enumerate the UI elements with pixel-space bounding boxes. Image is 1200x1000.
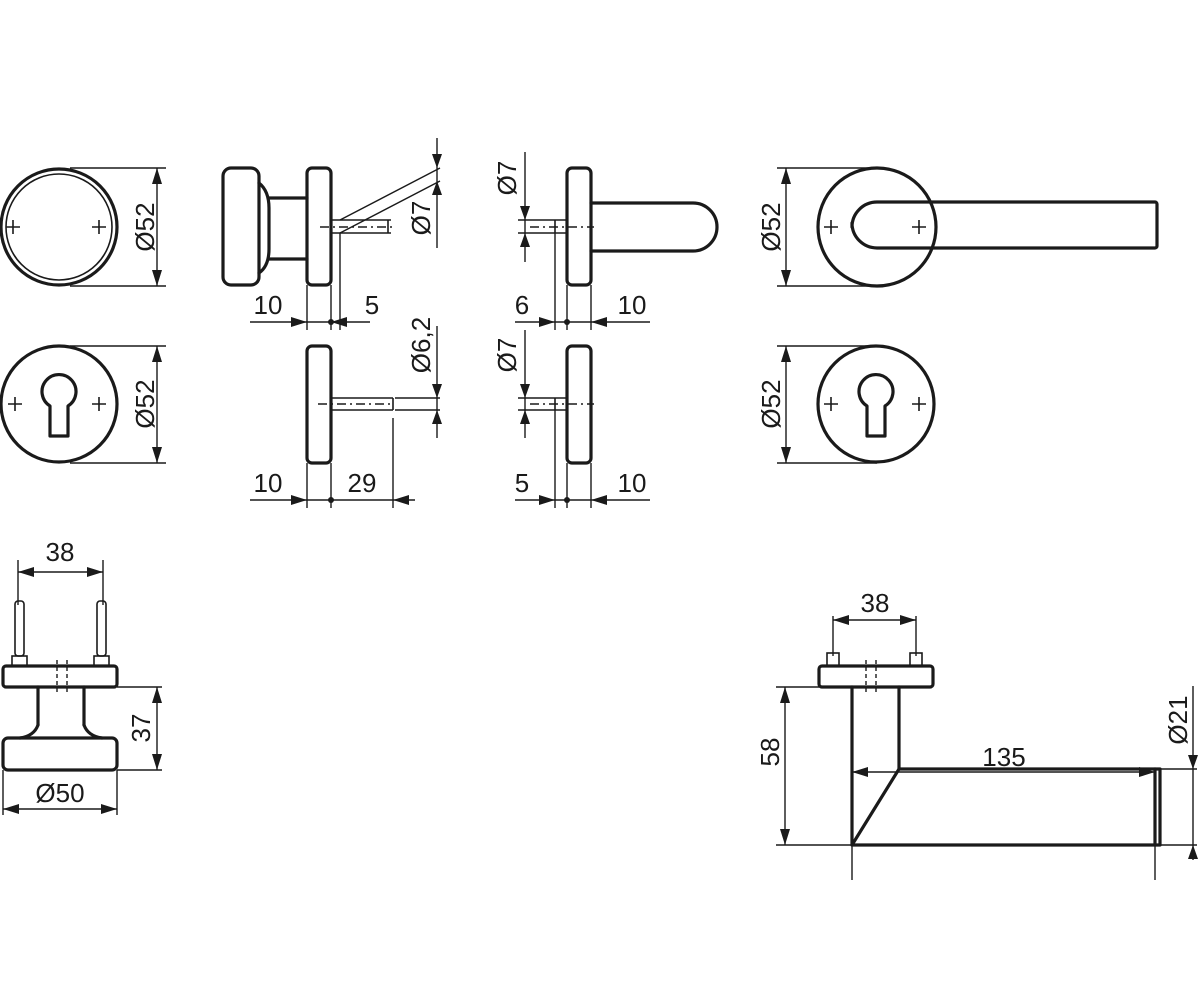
escutcheon-spindle-side-view: Ø7 5 10: [492, 330, 650, 508]
knob-rose-front-view: Ø52: [0, 167, 166, 287]
escutcheon-left-front-view: Ø52: [0, 344, 166, 464]
dim-lever-length: 135: [982, 742, 1025, 772]
dim-escutcheon-right-dia: Ø52: [756, 379, 786, 428]
dim-cylinder-rose-thickness: 10: [254, 468, 283, 498]
dim-cylinder-pin-dia: Ø6,2: [406, 317, 436, 373]
dim-cylinder-pin-length: 29: [348, 468, 377, 498]
dim-knob-dia: Ø50: [35, 778, 84, 808]
dim-knob-spindle-dia: Ø7: [406, 201, 436, 236]
dim-lever-projection: 58: [755, 738, 785, 767]
dim-rose-lever-dia: Ø52: [756, 202, 786, 251]
dim-knob-bolt-spacing: 38: [46, 537, 75, 567]
lever-rose-side-view: Ø7 6 10: [492, 152, 719, 330]
dim-rose-knob-dia: Ø52: [130, 202, 160, 251]
dim-knob-projection: 37: [126, 714, 156, 743]
dim-escutcheon-spindle-offset: 5: [515, 468, 529, 498]
lever-mounted-side-view: 38 58 Ø21 135: [755, 588, 1198, 880]
knob-side-view: Ø7 10 5: [221, 138, 442, 330]
dim-knob-spindle-offset: 5: [365, 290, 379, 320]
dim-lever-bar-dia: Ø21: [1163, 695, 1193, 744]
dim-knob-rose-thickness: 10: [254, 290, 283, 320]
escutcheon-right-front-view: Ø52: [756, 344, 936, 464]
dim-lever-bolt-spacing: 38: [861, 588, 890, 618]
dim-escutcheon-left-dia: Ø52: [130, 379, 160, 428]
knob-mounted-side-view: 38 37 Ø50: [1, 537, 162, 815]
dim-escutcheon-rose-thickness: 10: [618, 468, 647, 498]
dim-lever-spindle-offset: 6: [515, 290, 529, 320]
lever-front-view: Ø52: [756, 166, 1159, 288]
dim-lever-rose-thickness: 10: [618, 290, 647, 320]
dim-escutcheon-spindle-dia: Ø7: [492, 338, 522, 373]
cylinder-rose-side-view: Ø6,2 10 29: [250, 317, 442, 508]
dim-lever-spindle-dia: Ø7: [492, 161, 522, 196]
